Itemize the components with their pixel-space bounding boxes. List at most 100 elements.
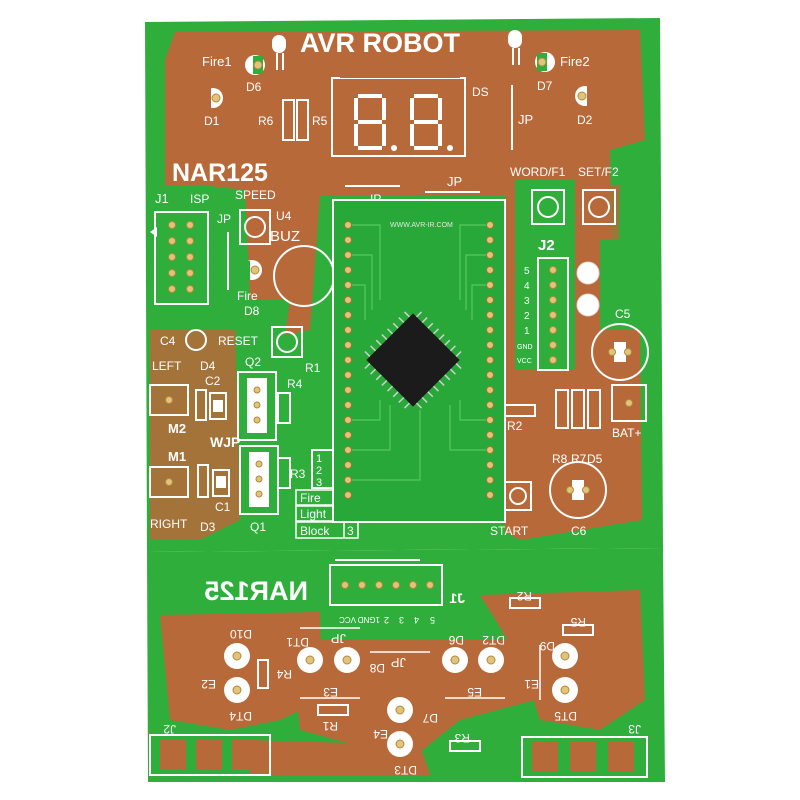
bottom-led-d9 <box>552 643 578 669</box>
label-c2: C2 <box>205 374 221 388</box>
bottom-label-e5: E5 <box>467 685 482 699</box>
label-q2: Q2 <box>245 355 261 369</box>
bottom-led-dt1 <box>297 647 323 673</box>
bottom-label-d10: D10 <box>230 627 252 641</box>
diode-d3-outline <box>197 464 209 498</box>
label-j1: J1 <box>155 191 169 206</box>
bottom-j1-pin-4: 4 <box>414 615 419 625</box>
label-c4: C4 <box>160 334 176 348</box>
bottom-led-dt2 <box>478 647 504 673</box>
module-site-text: WWW.AVR-IR.COM <box>390 222 453 229</box>
set-f2-button <box>582 189 616 225</box>
j2-pin-1: 1 <box>524 326 530 337</box>
bottom-label-d6: D6 <box>448 633 464 647</box>
bottom-j1-pin-vcc: VCC <box>339 615 356 624</box>
brand-nar125: NAR125 <box>172 159 268 187</box>
label-d4: D4 <box>200 359 216 373</box>
ir-led-right <box>508 30 522 65</box>
bottom-led-d8 <box>334 647 360 673</box>
bottom-led-dt4 <box>224 677 250 703</box>
label-left: LEFT <box>152 359 182 373</box>
j2-pin-2: 2 <box>524 311 530 322</box>
bottom-board: NAR125 J1 5 4 3 2 1GND VCC R2 R5 D10 <box>147 548 665 782</box>
bottom-label-e4: E4 <box>373 727 388 741</box>
module-pin-row-left <box>344 221 352 499</box>
label-start: START <box>490 524 529 538</box>
seven-segment-display-ds <box>331 70 466 157</box>
board-title: AVR ROBOT <box>300 28 461 58</box>
bottom-label-d7: D7 <box>422 711 438 725</box>
mcu-module: WWW.AVR-IR.COM <box>332 199 506 523</box>
label-u4: U4 <box>276 209 292 223</box>
j2-pin-vcc: VCC <box>517 358 532 365</box>
bottom-label-dt3: DT3 <box>394 763 417 777</box>
bottom-resistor-r2 <box>509 597 541 609</box>
mcu-chip <box>364 311 462 409</box>
led-d6 <box>245 55 265 75</box>
bottom-label-e1: E1 <box>524 677 539 691</box>
label-bat-plus: BAT+ <box>612 426 641 440</box>
led-d7 <box>535 52 555 72</box>
bottom-led-dt3 <box>387 731 413 757</box>
bottom-label-e2: E2 <box>201 677 216 691</box>
label-r4: R4 <box>287 377 303 391</box>
label-jp-mid: JP <box>447 174 462 189</box>
bottom-j1-pin-3: 3 <box>399 615 404 625</box>
label-j2: J2 <box>538 237 555 254</box>
label-fire-d8: Fire <box>237 289 258 303</box>
label-r7: R7 <box>571 452 587 466</box>
bottom-label-dt2: DT2 <box>482 633 505 647</box>
bottom-label-j1: J1 <box>449 590 465 606</box>
bottom-copper-pour-left <box>160 612 322 730</box>
connector-j2 <box>537 257 569 371</box>
bottom-label-j2: J2 <box>163 722 176 736</box>
capacitor-c6 <box>549 461 607 519</box>
legend-block: Block <box>300 524 330 538</box>
bottom-label-r4: R4 <box>276 667 292 681</box>
label-right: RIGHT <box>150 517 188 531</box>
j2-pin-gnd: GND <box>517 344 533 351</box>
label-word-f1: WORD/F1 <box>510 165 566 179</box>
digit-2 <box>410 94 453 151</box>
label-set-f2: SET/F2 <box>578 165 619 179</box>
bottom-label-d9: D9 <box>539 639 555 653</box>
diode-d4-outline <box>195 389 207 421</box>
bottom-led-dt5 <box>552 677 578 703</box>
label-r5: R5 <box>312 114 328 128</box>
bottom-label-r5: R5 <box>570 615 586 629</box>
j2-pin-5: 5 <box>524 266 530 277</box>
bottom-brand-nar125: NAR125 <box>204 576 308 606</box>
jumper-num-2: 2 <box>316 465 322 477</box>
bottom-label-r2: R2 <box>516 589 532 603</box>
jumper-num-1: 1 <box>316 453 322 465</box>
label-c6: C6 <box>571 524 587 538</box>
j2-pin-4: 4 <box>524 281 530 292</box>
bottom-resistor-r3 <box>449 740 481 752</box>
label-r6: R6 <box>258 114 274 128</box>
bottom-label-r3: R3 <box>454 731 470 745</box>
label-buz: BUZ <box>270 228 300 245</box>
label-d8: D8 <box>244 304 260 318</box>
mode-legend <box>295 489 359 539</box>
bottom-resistor-r4 <box>257 659 269 689</box>
bottom-j1-pin-1gnd: 1GND <box>358 615 380 624</box>
top-board: AVR ROBOT Fire1 D6 Fire2 D7 <box>145 18 663 552</box>
bottom-led-d10 <box>224 643 250 669</box>
bottom-label-j3: J3 <box>628 722 641 736</box>
resistor-r3-outline <box>277 457 291 489</box>
bottom-led-d6 <box>442 647 468 673</box>
motor-connector-m1 <box>149 466 189 498</box>
label-m2: M2 <box>168 421 186 436</box>
label-jp-left: JP <box>217 212 231 226</box>
led-d2 <box>575 86 595 106</box>
label-speed: SPEED <box>235 188 276 202</box>
bottom-label-dt1: DT1 <box>286 635 309 649</box>
jumper-num-3: 3 <box>316 477 322 489</box>
label-m1: M1 <box>168 449 186 464</box>
bottom-j1-pin-2: 2 <box>384 615 389 625</box>
label-reset: RESET <box>218 334 259 348</box>
label-fire1: Fire1 <box>202 54 232 69</box>
capacitor-c2 <box>209 392 227 420</box>
bottom-label-d8: D8 <box>369 661 385 675</box>
